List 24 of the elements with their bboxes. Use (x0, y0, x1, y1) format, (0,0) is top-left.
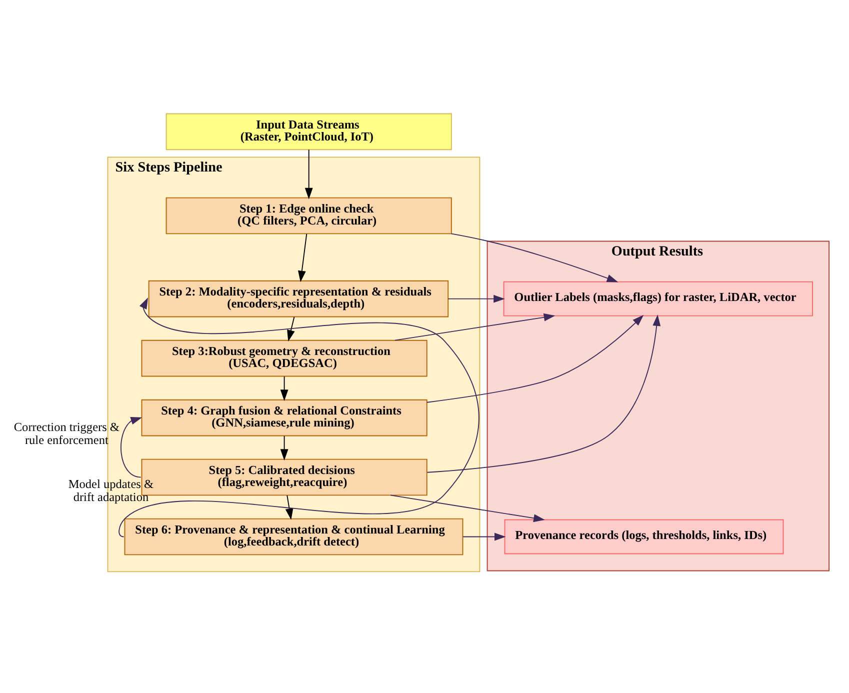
arrow (462, 532, 506, 541)
node-box: Input Data Streams (Raster, PointCloud, IoT) (166, 113, 452, 150)
arrow (450, 233, 618, 282)
node-box: Provenance records (logs, thresholds, links, IDs) (504, 519, 784, 554)
arrow (287, 316, 295, 342)
node-box: Step 6: Provenance & representation & continual Learning (log,feedback,drift detect) (124, 518, 464, 556)
arrow (426, 314, 644, 403)
node-box: Outlier Labels (masks,flags) for raster, LiDAR, vector (503, 281, 813, 316)
arrow (285, 495, 294, 520)
arrow (390, 494, 545, 522)
arrow (118, 298, 480, 538)
arrow (120, 416, 142, 478)
node-box: Step 3:Robust geometry & reconstruction (USAC, QDEGSAC) (141, 340, 428, 377)
node-box: Step 4: Graph fusion & relational Constraints (GNN,siamese,rule mining) (141, 399, 428, 436)
arrow (426, 314, 661, 473)
arrow (448, 294, 505, 303)
arrow (280, 436, 288, 460)
arrow (298, 233, 308, 282)
arrow (394, 313, 556, 341)
arrow (280, 376, 288, 401)
node-box: Step 1: Edge online check (QC filters, PCA, circular) (166, 197, 452, 234)
arrow (304, 149, 313, 200)
node-box: Step 2: Modality-specific representation & residuals (encoders,residuals,depth) (148, 280, 449, 318)
edge-label: Model updates & drift adaptation (68, 476, 154, 504)
